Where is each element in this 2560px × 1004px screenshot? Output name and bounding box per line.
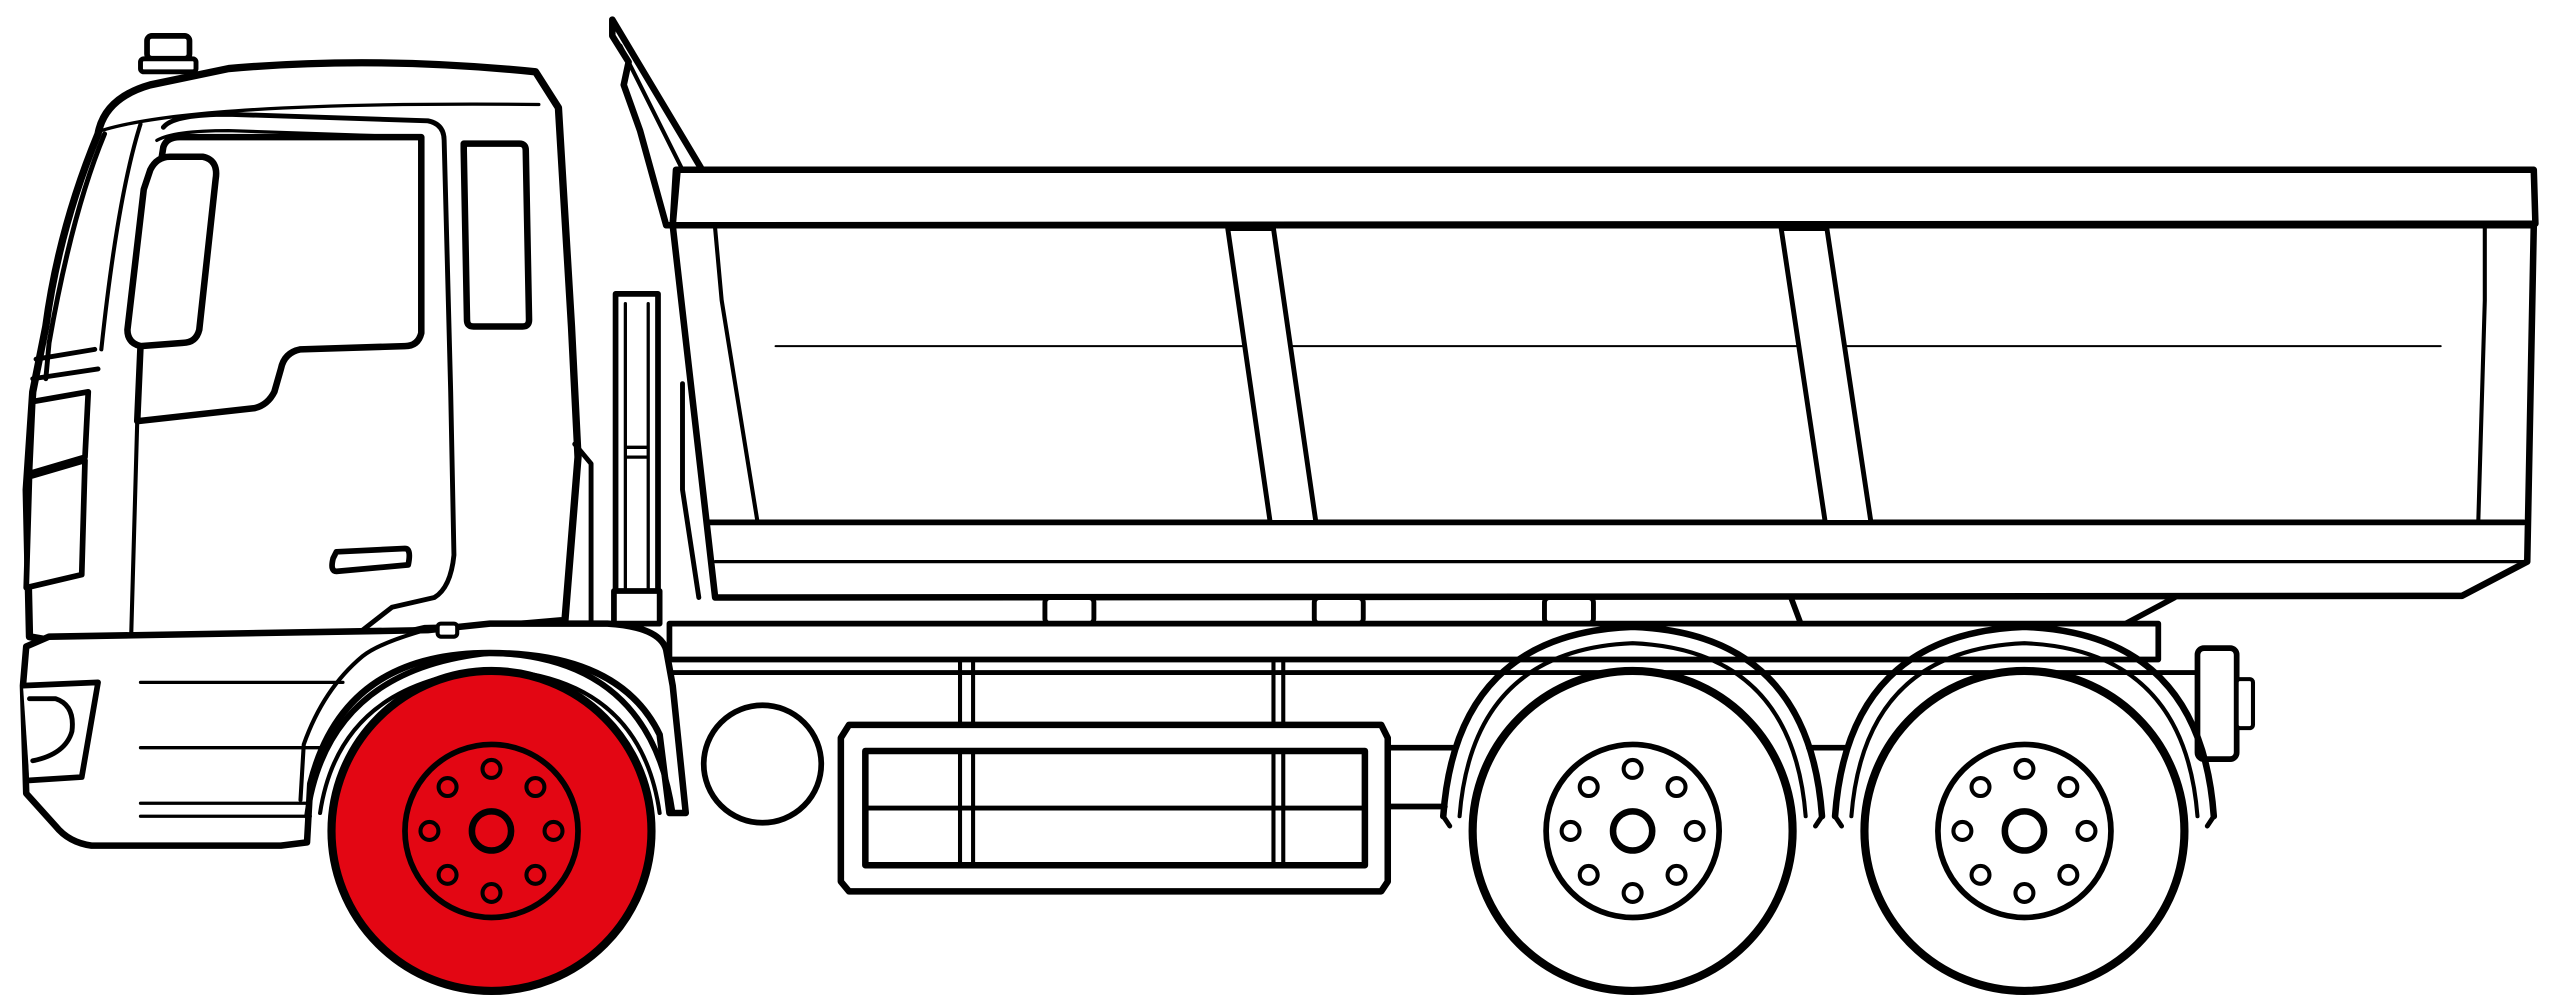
cab xyxy=(22,33,594,819)
rear-wheel-1-studs xyxy=(1559,757,1706,905)
wheel-stud xyxy=(436,776,459,799)
wheel-stud xyxy=(418,819,441,842)
wheel-stud xyxy=(1951,819,1974,842)
wheel-stud xyxy=(480,881,503,905)
wheel-stud xyxy=(2013,881,2036,905)
wheel-stud xyxy=(436,863,459,886)
wheel-stud xyxy=(1621,757,1644,780)
wheel-stud xyxy=(542,819,565,842)
wheel-stud xyxy=(1665,776,1688,799)
wheel-stud xyxy=(1577,863,1600,886)
wheel-stud xyxy=(1577,776,1600,799)
wheel-stud xyxy=(480,757,503,780)
wheel-stud xyxy=(1559,819,1582,842)
wheel-stud xyxy=(524,776,547,799)
wheel-stud xyxy=(2075,819,2098,842)
rear-wheel-2 xyxy=(1831,623,2218,996)
wheel-stud xyxy=(2057,776,2080,799)
front-wheel-studs xyxy=(418,757,565,905)
chassis-frame xyxy=(611,290,2256,895)
rear-wheel-1 xyxy=(1439,623,1826,996)
front-wheel-center-cap xyxy=(468,808,515,854)
wheel-stud xyxy=(1665,863,1688,886)
rear-wheel-2-studs xyxy=(1951,757,2098,905)
front-wheel xyxy=(304,650,676,996)
wheel-stud xyxy=(1621,881,1644,905)
wheel-stud xyxy=(1683,819,1706,842)
tipper-body xyxy=(609,16,2539,627)
wheel-stud xyxy=(2057,863,2080,886)
wheel-stud xyxy=(1969,776,1992,799)
wheel-stud xyxy=(2013,757,2036,780)
wheel-stud xyxy=(524,863,547,886)
wheel-stud xyxy=(1969,863,1992,886)
